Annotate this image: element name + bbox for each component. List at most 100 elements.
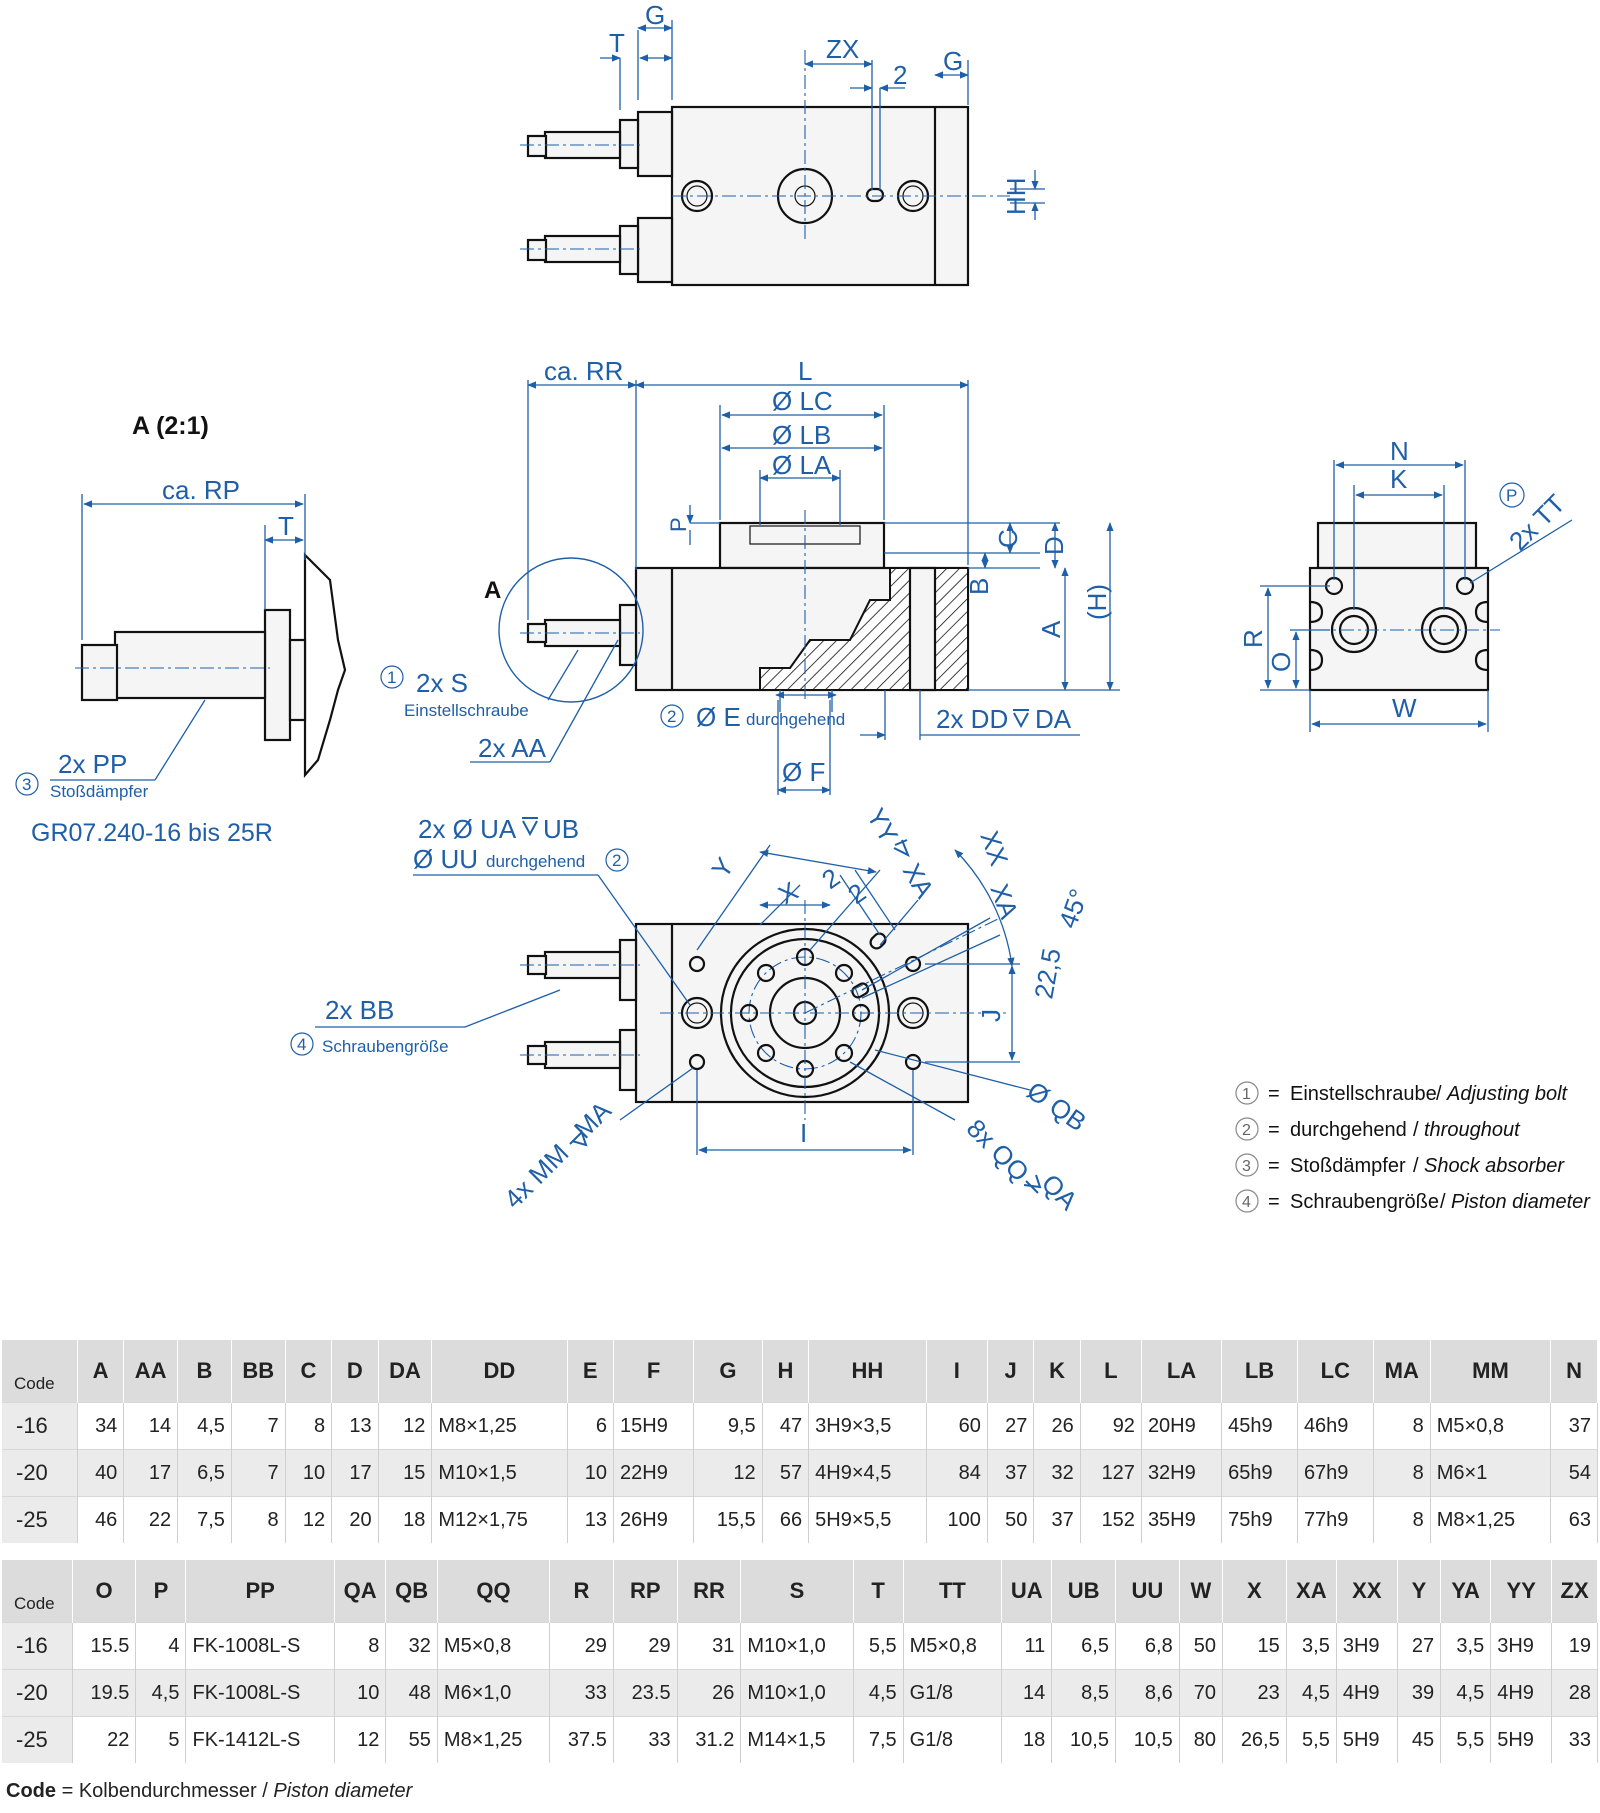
legend-num-2: 2: [1242, 1122, 1251, 1139]
table2-header-ua: UA: [1001, 1560, 1053, 1623]
side-S-num: 1: [387, 668, 396, 687]
top-dim-HH: HH: [1001, 177, 1031, 215]
table-cell: 55: [385, 1716, 438, 1763]
table-cell: 15,5: [693, 1496, 763, 1543]
detail-dim-T: T: [278, 511, 294, 541]
table-cell: 27: [1397, 1622, 1442, 1670]
table1-header-n: N: [1550, 1340, 1598, 1403]
side-dim-P: P: [666, 517, 691, 532]
table-cell: 19: [1551, 1622, 1598, 1670]
side-dim-L: L: [798, 356, 812, 386]
table-cell: M5×0,8: [1430, 1402, 1552, 1450]
table-cell: 45h9: [1221, 1402, 1298, 1450]
table-cell: 6,5: [1051, 1622, 1116, 1670]
table-cell: 37: [1033, 1496, 1081, 1543]
table-cell: 12: [334, 1716, 387, 1763]
table-cell: 8,6: [1115, 1669, 1180, 1717]
table-cell: 47: [762, 1402, 810, 1450]
table2-header-tt: TT: [903, 1560, 1003, 1623]
side-dim-E: Ø E: [696, 702, 741, 732]
table-cell: M10×1,0: [740, 1622, 854, 1670]
side-dim-ca-RR: ca. RR: [544, 356, 623, 386]
table1-header-d: D: [331, 1340, 379, 1403]
table-cell: M12×1,75: [431, 1496, 568, 1543]
table-cell: 46h9: [1297, 1402, 1374, 1450]
table1-header-code: Code: [2, 1340, 78, 1403]
table-cell: 3H9: [1490, 1622, 1553, 1670]
svg-text:=: =: [1268, 1155, 1280, 1177]
detail-PP-sub: Stoßdämpfer: [50, 782, 149, 801]
table2-header-x: X: [1222, 1560, 1287, 1623]
bottom-dim-22-5: 22,5: [1028, 946, 1066, 1001]
table-cell: M5×0,8: [437, 1622, 551, 1670]
table-cell: M8×1,25: [1430, 1496, 1552, 1543]
top-dim-2: 2: [893, 60, 907, 90]
legend-num-3: 3: [1242, 1158, 1251, 1175]
table-cell: 7,5: [853, 1716, 904, 1763]
table-cell: 12: [378, 1402, 433, 1450]
table-cell: 10: [285, 1449, 333, 1497]
table2-header-qq: QQ: [437, 1560, 551, 1623]
model-range: GR07.240-16 bis 25R: [31, 819, 273, 847]
table-cell: 8: [1373, 1449, 1431, 1497]
table-cell: 5H9: [1336, 1716, 1398, 1763]
side-view: ca. RR L Ø LC Ø LB Ø LA P C D B A (H) A …: [380, 356, 1120, 795]
bottom-BB-num: 4: [297, 1035, 306, 1054]
side-dim-A: A: [1036, 620, 1066, 638]
table-cell: 4,5: [853, 1669, 904, 1717]
top-dim-T: T: [609, 28, 625, 58]
table-cell: 80: [1179, 1716, 1224, 1763]
end-dim-O: O: [1266, 652, 1296, 672]
table-cell: 26: [677, 1669, 742, 1717]
side-dim-C: C: [993, 529, 1023, 548]
table-cell: 33: [613, 1716, 678, 1763]
end-view: N K P 2x TT R O W: [1238, 436, 1573, 732]
table-cell: 15.5: [72, 1622, 137, 1670]
legend-en-1: Adjusting bolt: [1446, 1083, 1569, 1105]
top-dim-G2: G: [943, 46, 963, 76]
table-cell: M10×1,0: [740, 1669, 854, 1717]
table-cell: 19.5: [72, 1669, 137, 1717]
end-TT-num: P: [1506, 486, 1517, 505]
table-cell: 23: [1222, 1669, 1287, 1717]
table1-header-j: J: [987, 1340, 1035, 1403]
table-cell: 84: [926, 1449, 988, 1497]
side-dim-AA: 2x AA: [478, 733, 547, 763]
table-cell: 4H9: [1490, 1669, 1553, 1717]
end-dim-N: N: [1390, 436, 1409, 466]
table-cell: 60: [926, 1402, 988, 1450]
bottom-dim-2b: 2: [842, 877, 871, 910]
svg-text:=: =: [1268, 1119, 1280, 1141]
table1-header-k: K: [1033, 1340, 1081, 1403]
table1-header-da: DA: [378, 1340, 433, 1403]
svg-text:=: =: [1268, 1191, 1280, 1213]
table-cell: 40: [77, 1449, 125, 1497]
table-cell: 33: [1551, 1716, 1598, 1763]
table-cell: M5×0,8: [903, 1622, 1003, 1670]
table-cell: 15: [1222, 1622, 1287, 1670]
table-cell: 37: [987, 1449, 1035, 1497]
table-cell: 13: [567, 1496, 615, 1543]
table-cell: 35H9: [1141, 1496, 1223, 1543]
code-footnote: Code = Kolbendurchmesser / Piston diamet…: [6, 1780, 413, 1802]
table2-header-p: P: [135, 1560, 187, 1623]
detail-PP-num: 3: [22, 775, 31, 794]
table-cell: 11: [1001, 1622, 1053, 1670]
bottom-dim-YY: YY: [861, 803, 904, 848]
side-dim-LB: Ø LB: [772, 420, 831, 450]
side-dim-H: (H): [1082, 584, 1112, 620]
table-cell: 8: [285, 1402, 333, 1450]
table-cell: -20: [2, 1449, 78, 1497]
legend: 1 = Einstellschraube / Adjusting bolt 2 …: [1235, 1081, 1591, 1213]
table-cell: 17: [331, 1449, 379, 1497]
table-cell: 3H9×3,5: [808, 1402, 927, 1450]
table-cell: 20: [331, 1496, 379, 1543]
table-cell: 13: [331, 1402, 379, 1450]
table2-header-ya: YA: [1440, 1560, 1492, 1623]
svg-text:=: =: [1268, 1083, 1280, 1105]
table-cell: 34: [77, 1402, 125, 1450]
table2-header-xa: XA: [1286, 1560, 1337, 1623]
detail-dim-RP: ca. RP: [162, 475, 240, 505]
